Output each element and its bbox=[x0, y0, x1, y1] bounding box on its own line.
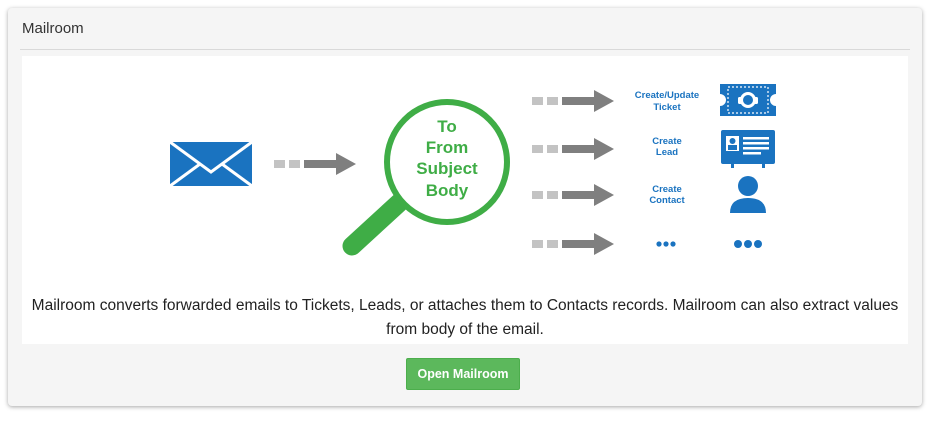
lens-line-to: To bbox=[437, 117, 457, 136]
arrow-to-lead bbox=[532, 138, 614, 160]
mailroom-diagram: To From Subject Body bbox=[169, 84, 776, 256]
ticket-label-line1: Create/Update bbox=[635, 90, 699, 101]
envelope-icon bbox=[169, 140, 253, 188]
lens-line-body: Body bbox=[426, 181, 469, 200]
more-icon bbox=[734, 240, 762, 248]
content-box: To From Subject Body bbox=[22, 56, 908, 344]
mailroom-description: Mailroom converts forwarded emails to Ti… bbox=[31, 297, 899, 338]
arrow-to-lens bbox=[274, 153, 356, 175]
magnifier-icon bbox=[342, 99, 510, 256]
more-label bbox=[656, 241, 676, 247]
panel-divider bbox=[20, 49, 910, 50]
ticket-label-line2: Ticket bbox=[653, 102, 681, 113]
lead-label-line2: Lead bbox=[656, 147, 678, 158]
id-card-icon bbox=[721, 130, 775, 168]
ticket-support-icon bbox=[720, 84, 776, 116]
person-icon bbox=[730, 176, 766, 213]
lead-label-line1: Create bbox=[652, 136, 682, 147]
lens-line-from: From bbox=[426, 138, 469, 157]
arrow-to-contact bbox=[532, 184, 614, 206]
contact-label-line1: Create bbox=[652, 184, 682, 195]
mailroom-panel: Mailroom To From bbox=[8, 8, 922, 406]
panel-title: Mailroom bbox=[22, 20, 84, 37]
lens-line-subject: Subject bbox=[416, 159, 478, 178]
arrow-to-more bbox=[532, 233, 614, 255]
open-mailroom-button[interactable]: Open Mailroom bbox=[406, 358, 520, 390]
contact-label-line2: Contact bbox=[649, 195, 685, 206]
arrow-to-ticket bbox=[532, 90, 614, 112]
